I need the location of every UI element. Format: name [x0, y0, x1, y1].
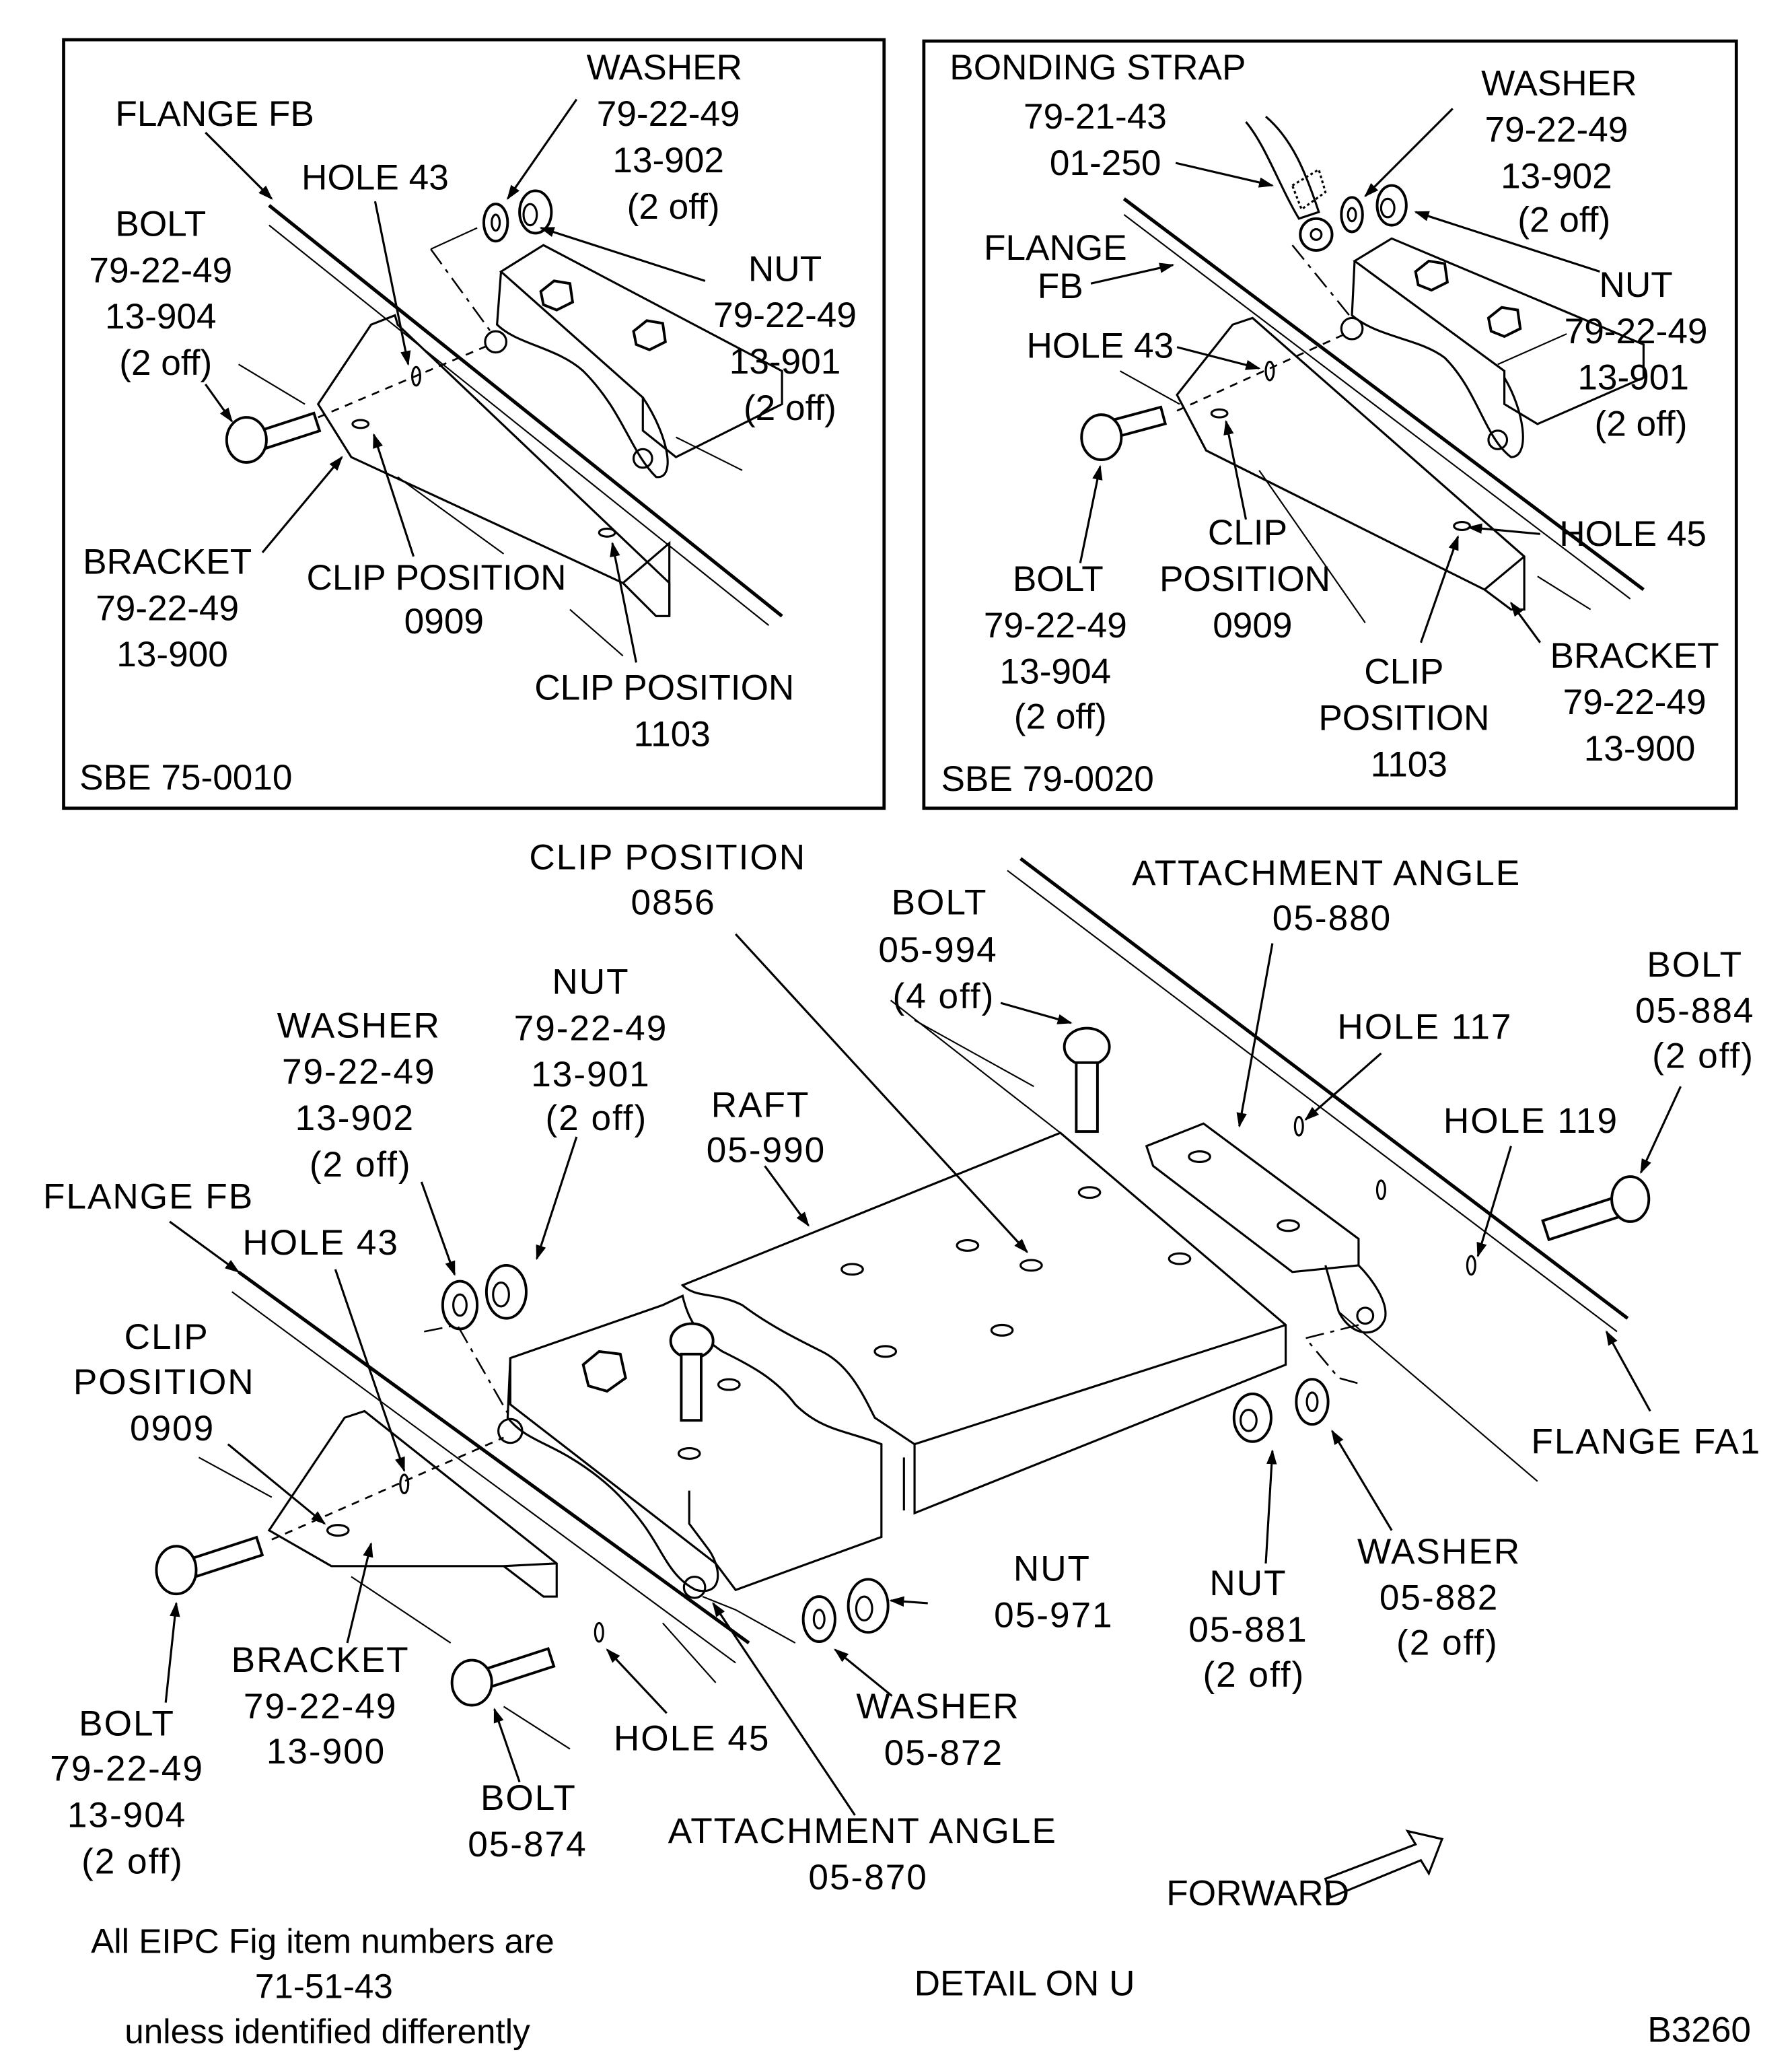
inset-sbe-79-0020: BONDING STRAP 79-21-43 01-250 WASHER 79-…	[922, 39, 1738, 810]
forward-label: FORWARD	[1166, 1874, 1349, 1914]
bracket-part	[1176, 316, 1526, 611]
label-hole-43: HOLE 43	[1026, 326, 1174, 366]
bolt-05-874-icon	[450, 1646, 556, 1707]
bonding-strap-part	[1245, 116, 1334, 252]
label-nut-79-22-49: NUT 79-22-49 13-901 (2 off)	[514, 962, 679, 1138]
label-bolt-79-22-49: BOLT 79-22-49 13-904 (2 off)	[50, 1704, 215, 1882]
bolt-79-22-49-13-904-icon	[155, 1535, 264, 1596]
label-washer: WASHER 79-22-49 13-902 (2 off)	[587, 48, 752, 227]
label-washer-05-882: WASHER 05-882 (2 off)	[1357, 1532, 1532, 1663]
hole-117-marker	[1293, 1115, 1304, 1137]
alignment-line	[271, 1436, 505, 1541]
nut-05-971-icon	[847, 1578, 890, 1634]
nut-icon	[1375, 184, 1408, 227]
bracket-part	[267, 1409, 604, 1643]
label-bonding-strap: BONDING STRAP 79-21-43 01-250	[949, 48, 1256, 183]
sbe-reference: SBE 75-0010	[79, 758, 292, 798]
nut-fixed-icon	[539, 279, 667, 351]
label-bracket: BRACKET 79-22-49 13-900	[83, 542, 262, 674]
bolt-icon	[1080, 405, 1168, 462]
alignment-line	[424, 1324, 511, 1418]
nut-icon	[518, 189, 553, 235]
bolt-05-994-icon	[669, 1026, 1111, 1422]
label-bolt: BOLT 79-22-49 13-904 (2 off)	[984, 559, 1137, 737]
label-clip-position-1103: CLIP POSITION 1103	[1318, 652, 1499, 785]
label-hole-43: HOLE 43	[242, 1223, 399, 1263]
label-hole-43: HOLE 43	[301, 158, 449, 198]
label-washer: WASHER 79-22-49 13-902 (2 off)	[1481, 64, 1647, 240]
flange-fb-part	[231, 1270, 750, 1664]
hole-43-marker	[1264, 360, 1275, 382]
washer-05-882-icon	[1295, 1378, 1330, 1426]
label-clip-position-0856: CLIP POSITION 0856	[529, 837, 817, 922]
label-raft: RAFT 05-990	[707, 1085, 826, 1170]
label-clip-position-1103: CLIP POSITION 1103	[534, 668, 804, 754]
label-hole-45: HOLE 45	[1559, 514, 1707, 554]
washer-79-22-49-13-902-icon	[441, 1280, 479, 1331]
sbe-reference: SBE 79-0020	[941, 759, 1153, 799]
flange-fa1-part	[1007, 857, 1629, 1333]
washer-icon	[482, 203, 509, 243]
hole-119-marker	[1466, 1255, 1476, 1276]
label-flange-fb: FLANGE FB	[115, 94, 314, 134]
bolt-05-884-icon	[1541, 1175, 1651, 1242]
label-washer-79-22-49: WASHER 79-22-49 13-902 (2 off)	[277, 1006, 452, 1185]
label-bolt-05-884: BOLT 05-884 (2 off)	[1635, 945, 1766, 1076]
bolt-icon	[225, 411, 322, 464]
label-nut: NUT 79-22-49 13-901 (2 off)	[713, 249, 867, 428]
label-clip-position-0909: CLIP POSITION 0909	[306, 558, 576, 641]
label-flange-fa1: FLANGE FA1	[1531, 1422, 1761, 1461]
washer-05-872-icon	[801, 1595, 836, 1643]
detail-title: DETAIL ON U	[915, 1964, 1135, 2004]
label-attachment-angle-05-870: ATTACHMENT ANGLE 05-870	[668, 1811, 1069, 1897]
label-bolt-05-994: BOLT 05-994 (4 off)	[878, 882, 1009, 1016]
label-bolt: BOLT 79-22-49 13-904 (2 off)	[89, 204, 242, 383]
label-washer-05-872: WASHER 05-872	[856, 1687, 1031, 1773]
attachment-angle-05-880-part	[1145, 1115, 1476, 1334]
nut-79-22-49-13-901-icon	[485, 1263, 528, 1320]
label-hole-119: HOLE 119	[1443, 1101, 1618, 1141]
raft-holes	[840, 1186, 1192, 1358]
label-hole-45: HOLE 45	[614, 1718, 770, 1758]
label-flange-fb: FLANGE FB	[43, 1177, 254, 1216]
alignment-line	[430, 248, 491, 332]
label-attachment-angle-05-880: ATTACHMENT ANGLE 05-880	[1132, 853, 1532, 938]
label-bracket: BRACKET 79-22-49 13-900	[1550, 636, 1729, 769]
inset-sbe-75-0010: FLANGE FB HOLE 43 WASHER 79-22-49 13-902…	[62, 38, 886, 810]
label-bolt-05-874: BOLT 05-874	[468, 1778, 587, 1864]
bracket-part	[316, 314, 671, 617]
hole-45-marker	[594, 1621, 604, 1643]
flange-fb-part	[268, 204, 783, 626]
label-bracket: BRACKET 79-22-49 13-900	[231, 1640, 421, 1772]
inset-frame	[62, 38, 886, 810]
clip-angle-part	[484, 244, 783, 479]
flange-fb-part	[1122, 197, 1645, 600]
nut-05-881-icon	[1232, 1392, 1273, 1443]
label-flange-fb: FLANGE FB	[984, 228, 1137, 306]
eipc-note: All EIPC Fig item numbers are 71-51-43 u…	[91, 1922, 564, 2051]
label-nut-05-971: NUT 05-971	[994, 1549, 1113, 1635]
nut-fixed-icon	[1414, 259, 1522, 339]
hole-43-marker	[410, 365, 421, 387]
nut-fixed-icon	[581, 1350, 627, 1393]
forward-arrow-icon	[1324, 1829, 1444, 1899]
label-nut-05-881: NUT 05-881 (2 off)	[1188, 1564, 1319, 1695]
alignment-line	[318, 343, 491, 419]
alignment-line	[1176, 332, 1346, 412]
figure-id: B3260	[1647, 2010, 1751, 2050]
label-clip-position-0909: CLIP POSITION 0909	[1159, 513, 1340, 645]
main-detail: CLIP POSITION 0856 BOLT 05-994 (4 off) A…	[43, 837, 1766, 1914]
hole-43-marker	[399, 1473, 410, 1495]
label-nut: NUT 79-22-49 13-901 (2 off)	[1565, 265, 1718, 444]
alignment-line	[1291, 244, 1351, 316]
inset-frame	[922, 39, 1738, 810]
label-hole-117: HOLE 117	[1337, 1007, 1512, 1047]
washer-icon	[1340, 196, 1364, 234]
clip-angle-part	[1340, 237, 1645, 458]
raft-part	[680, 1131, 1287, 1515]
label-clip-position-0909: CLIP POSITION 0909	[73, 1317, 266, 1448]
alignment-line	[1303, 1324, 1363, 1386]
